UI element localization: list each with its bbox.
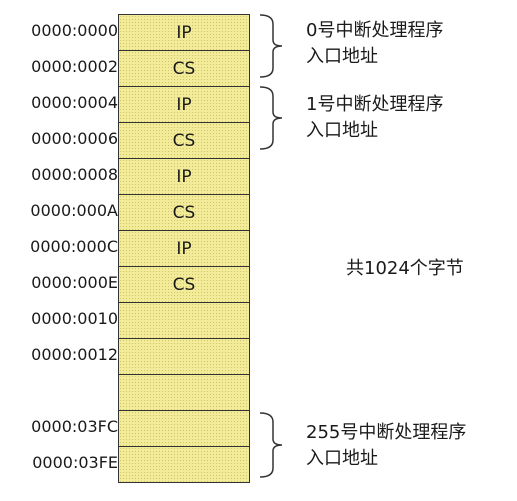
memory-cell-cs: CS xyxy=(119,123,249,159)
address-label: 0000:0010 xyxy=(31,309,118,328)
annotation-line: 1号中断处理程序 xyxy=(306,94,444,115)
right-brace-icon xyxy=(259,412,283,478)
address-label: 0000:0012 xyxy=(31,345,118,364)
memory-cell-ip: IP xyxy=(119,87,249,123)
address-label: 0000:000A xyxy=(30,201,118,220)
annotation-line: 入口地址 xyxy=(306,448,378,469)
right-brace-icon xyxy=(259,86,283,150)
annotation-vector-255: 255号中断处理程序 入口地址 xyxy=(306,420,466,472)
address-label: 0000:03FC xyxy=(31,417,118,436)
annotation-line: 0号中断处理程序 xyxy=(306,20,444,41)
memory-cell-cs: CS xyxy=(119,195,249,231)
memory-cell-ip: IP xyxy=(119,15,249,51)
address-label: 0000:0000 xyxy=(31,21,118,40)
annotation-vector-0: 0号中断处理程序 入口地址 xyxy=(306,18,443,70)
right-brace-icon xyxy=(259,14,283,78)
memory-cell-empty xyxy=(119,411,249,447)
annotation-line: 入口地址 xyxy=(306,120,378,141)
address-label: 0000:0008 xyxy=(31,165,118,184)
annotation-vector-1: 1号中断处理程序 入口地址 xyxy=(306,92,443,144)
address-label: 0000:03FE xyxy=(32,453,118,472)
memory-cell-empty xyxy=(119,303,249,339)
memory-cell-cs: CS xyxy=(119,267,249,303)
memory-cell-ip: IP xyxy=(119,231,249,267)
annotation-line: 255号中断处理程序 xyxy=(306,422,467,443)
address-label: 0000:0006 xyxy=(31,129,118,148)
memory-cell-empty xyxy=(119,339,249,375)
address-label: 0000:0002 xyxy=(31,57,118,76)
annotation-line: 入口地址 xyxy=(306,46,378,67)
address-label: 0000:0004 xyxy=(31,93,118,112)
memory-cell-ip: IP xyxy=(119,159,249,195)
total-size-label: 共1024个字节 xyxy=(346,258,464,279)
memory-cell-cs: CS xyxy=(119,51,249,87)
memory-cell-ellipsis xyxy=(119,375,249,411)
address-label: 0000:000C xyxy=(30,237,118,256)
memory-table: IP CS IP CS IP CS IP CS xyxy=(118,14,250,483)
memory-cell-empty xyxy=(119,447,249,483)
address-label: 0000:000E xyxy=(31,273,118,292)
